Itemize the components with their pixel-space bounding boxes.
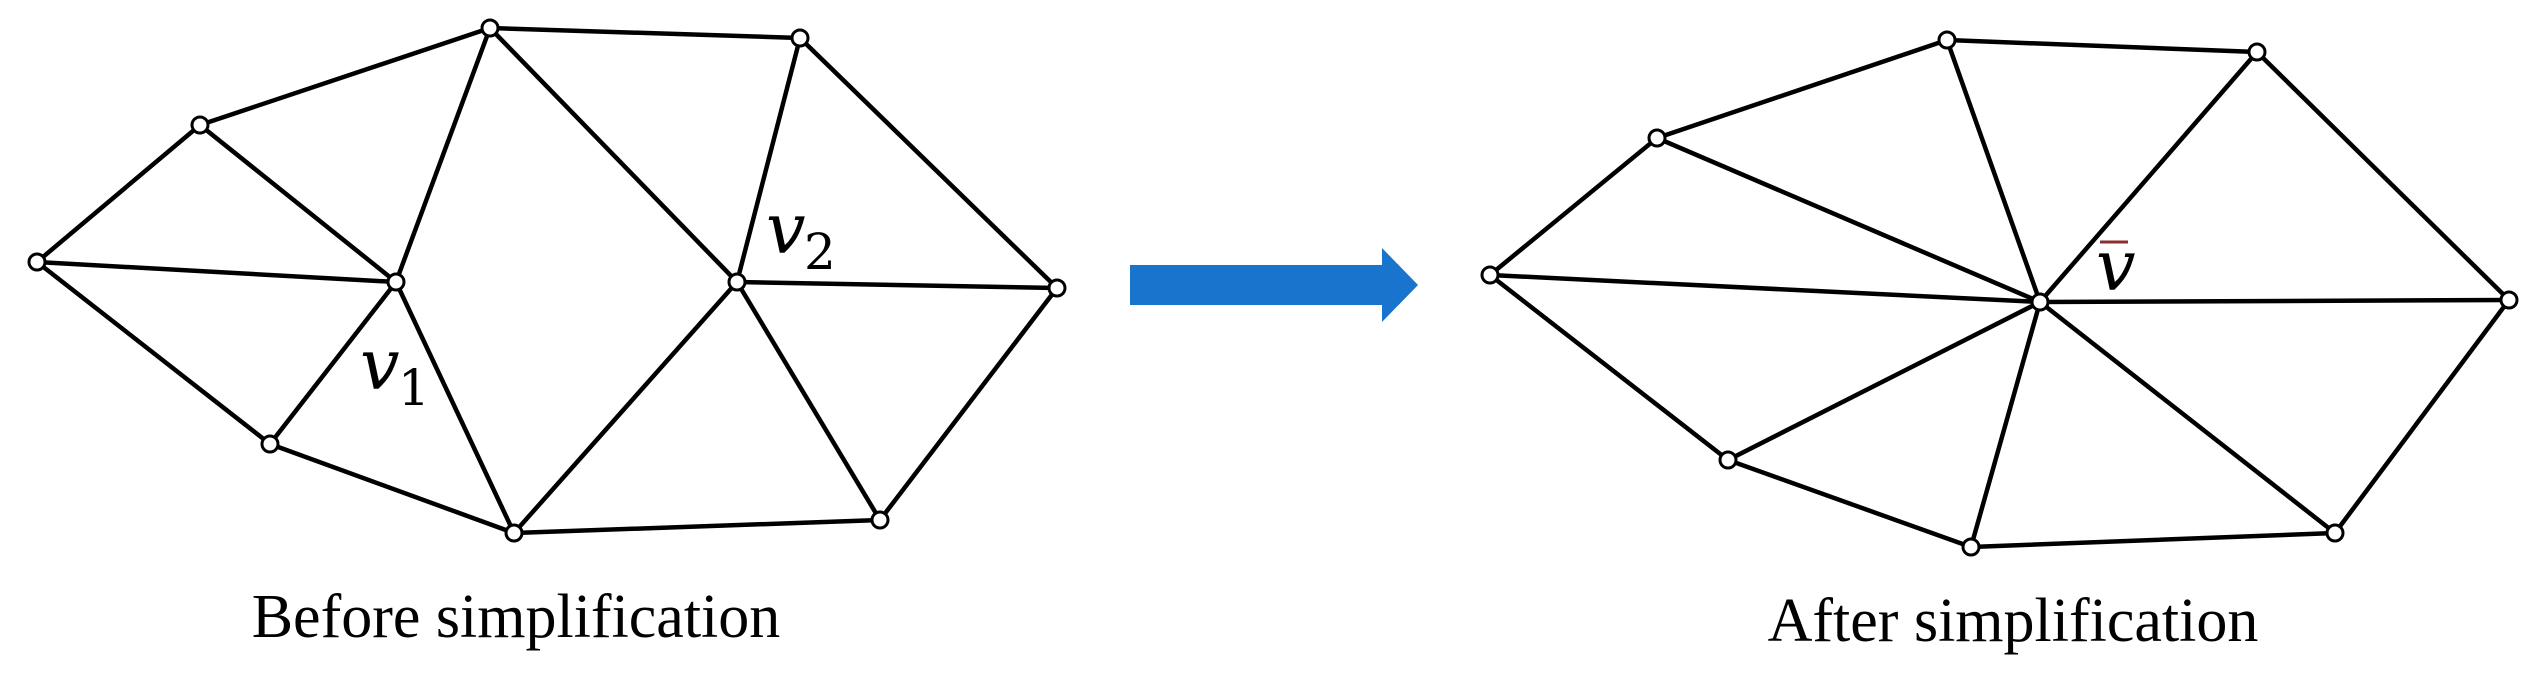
after-edge xyxy=(2037,299,2338,536)
after-vertex xyxy=(2325,523,2345,543)
before-vertex xyxy=(386,272,406,292)
before-edge xyxy=(197,25,493,128)
after-edge xyxy=(2332,297,2512,536)
before-edge xyxy=(797,35,1060,291)
before-edge xyxy=(734,279,1060,291)
before-edge xyxy=(197,122,399,285)
after-vertex xyxy=(1718,450,1738,470)
before-edge xyxy=(511,279,740,536)
after-edge xyxy=(1968,299,2043,550)
before-vertex xyxy=(190,115,210,135)
after-vertex xyxy=(1647,128,1667,148)
after-edge xyxy=(1487,135,1660,278)
after-edge xyxy=(1654,37,1950,141)
vbar-label-base: v xyxy=(2096,225,2136,307)
after-edge xyxy=(2254,49,2512,303)
v2-label-subscript: 2 xyxy=(804,223,836,281)
before-vertex xyxy=(504,523,524,543)
before-vertex xyxy=(260,434,280,454)
before-vertex xyxy=(870,510,890,530)
after-vertex xyxy=(2499,290,2519,310)
after-vertex xyxy=(2030,292,2050,312)
before-edge xyxy=(393,25,493,285)
before-edge xyxy=(393,279,517,536)
before-edge xyxy=(34,122,203,265)
before-edge xyxy=(734,279,883,523)
before-vertex xyxy=(790,28,810,48)
after-edge xyxy=(1725,457,1974,550)
after-edge xyxy=(1944,37,2043,305)
before-edge xyxy=(877,285,1060,523)
v2-label: v 2 xyxy=(766,188,836,281)
after-mesh xyxy=(1480,30,2519,557)
before-edge xyxy=(487,25,740,285)
before-vertex xyxy=(727,272,747,292)
after-edges xyxy=(1487,37,2512,550)
after-edge xyxy=(1725,299,2043,463)
v1-label-base: v xyxy=(360,324,400,406)
after-caption: After simplification xyxy=(1768,587,2259,655)
after-edge xyxy=(1944,37,2260,55)
before-edge xyxy=(34,259,273,447)
before-mesh xyxy=(27,18,1067,543)
after-edge xyxy=(2037,297,2512,305)
after-edge xyxy=(1654,135,2043,305)
after-vertex xyxy=(1480,265,1500,285)
v1-label-subscript: 1 xyxy=(398,359,430,417)
before-caption: Before simplification xyxy=(252,583,781,651)
after-edge xyxy=(1487,272,2043,305)
after-vertices xyxy=(1480,30,2519,557)
before-edge xyxy=(511,517,883,536)
before-edge xyxy=(267,279,399,447)
vbar-label: v xyxy=(2096,225,2136,307)
before-edges xyxy=(34,25,1060,536)
before-edge xyxy=(267,441,517,536)
v2-label-base: v xyxy=(766,188,806,270)
before-edge xyxy=(734,35,803,285)
before-vertices xyxy=(27,18,1067,543)
after-edge xyxy=(1968,530,2338,550)
v1-label: v 1 xyxy=(360,324,430,417)
after-edge xyxy=(1487,272,1731,463)
before-edge xyxy=(34,259,399,285)
after-vertex xyxy=(2247,42,2267,62)
before-vertex xyxy=(1047,278,1067,298)
after-edge xyxy=(2037,49,2260,305)
before-vertex xyxy=(480,18,500,38)
before-edge xyxy=(487,25,803,41)
after-vertex xyxy=(1961,537,1981,557)
after-vertex xyxy=(1937,30,1957,50)
before-vertex xyxy=(27,252,47,272)
right-arrow-icon xyxy=(1130,248,1418,322)
